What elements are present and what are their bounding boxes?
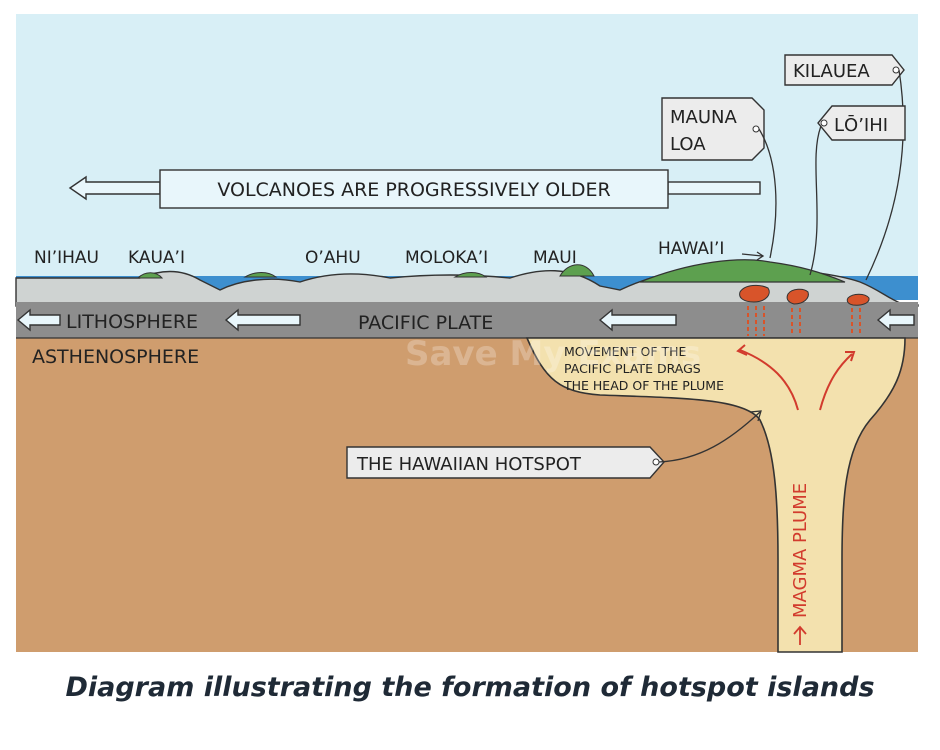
label-kauai: KAUA’I [128,248,185,268]
vegetation-maui [559,264,595,277]
vegetation-molokai [453,272,488,278]
hawaii-pointer-arrow [741,251,765,261]
label-lithosphere: LITHOSPHERE [66,311,198,333]
plume-note-line3: THE HEAD OF THE PLUME [563,378,724,393]
age-banner: VOLCANOES ARE PROGRESSIVELY OLDER [68,169,761,209]
vegetation-oahu [243,272,278,278]
mauna-loa-leader [758,128,777,259]
tag-loihi [817,105,906,141]
tag-hotspot-text: THE HAWAIIAN HOTSPOT [356,454,582,475]
plume-note-line2: PACIFIC PLATE DRAGS [564,361,701,376]
label-oahu: O’AHU [305,248,361,268]
label-hawaii: HAWAI’I [658,239,724,259]
tag-kilauea-text: KILAUEA [793,61,870,82]
tag-mauna-loa [661,97,765,161]
tag-kilauea-hole [892,66,900,74]
banner-tail [667,181,761,195]
lithosphere-arrow-left [16,308,61,332]
label-maui: MAUI [533,248,577,268]
tag-loihi-text: LŌ’IHI [834,114,888,136]
hotspot-leader [658,410,762,463]
label-niihau: NI’IHAU [34,248,99,268]
sky [16,14,918,279]
banner-box [159,169,669,209]
plume-flow-arrows [736,344,856,411]
magma-chamber-1 [739,284,770,303]
label-molokai: MOLOKA’I [405,248,488,268]
magma-chamber-3 [846,293,870,306]
tag-hotspot-hole [652,458,660,466]
label-asthenosphere: ASTHENOSPHERE [32,346,199,368]
magma-chamber-2 [786,288,809,305]
watermark-text: Save My Exams [405,334,701,374]
plume-note-line1: MOVEMENT OF THE [564,344,687,359]
plate-arrow-center [598,308,677,332]
lithosphere-layer [16,302,918,338]
magma-feeders [747,306,861,336]
label-pacific-plate: PACIFIC PLATE [358,312,493,334]
loihi-leader [809,125,822,276]
kilauea-leader [865,69,904,281]
tag-mauna-loa-hole [752,125,760,133]
plate-arrow-right [876,308,915,332]
tag-mauna-loa-line2: LOA [670,134,706,155]
plume-up-arrow [793,625,807,645]
magma-plume [525,337,906,653]
banner-text: VOLCANOES ARE PROGRESSIVELY OLDER [217,179,610,201]
tag-kilauea [784,54,905,86]
vegetation-kauai [136,272,164,279]
tag-hotspot [346,446,665,479]
hotspot-diagram: VOLCANOES ARE PROGRESSIVELY OLDER NI’IHA… [15,14,919,653]
tag-loihi-hole [820,119,828,127]
plate-motion-arrows [16,308,915,332]
vegetation-hawaii [639,259,846,283]
lithosphere-arrow-mid [224,308,301,332]
figure-caption: Diagram illustrating the formation of ho… [65,672,875,703]
label-magma-plume: MAGMA PLUME [790,483,811,618]
tag-mauna-loa-line1: MAUNA [670,107,737,128]
